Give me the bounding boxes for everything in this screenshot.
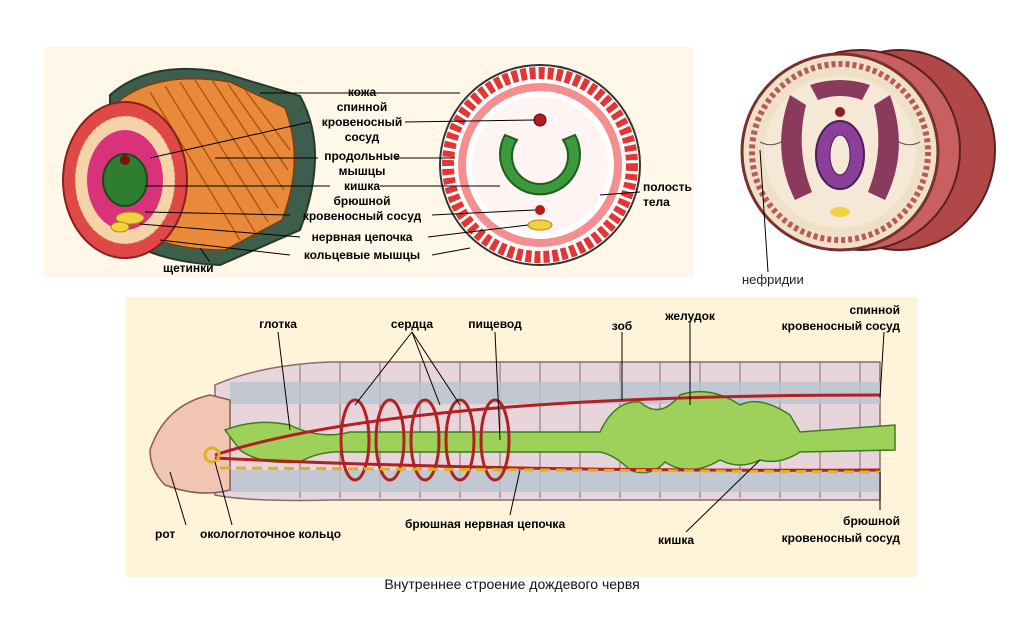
label-longitudinal-muscles-2: мышцы: [338, 164, 386, 178]
nephridia-section: [740, 49, 996, 252]
label-body-cavity-1: полость: [643, 180, 692, 194]
label-esophagus: пищевод: [468, 317, 522, 331]
label-dorsal-vessel-long-2: кровеносный сосуд: [781, 319, 900, 333]
label-intestine: кишка: [343, 179, 381, 193]
label-nerve-chain: нервная цепочка: [311, 230, 413, 244]
label-dorsal-vessel-3: сосуд: [344, 130, 380, 144]
label-circular-muscles: кольцевые мышцы: [303, 248, 421, 262]
label-ventral-vessel-1: брюшной: [333, 194, 391, 208]
label-pharynx: глотка: [259, 317, 297, 331]
label-intestine-long: кишка: [658, 533, 695, 547]
label-dorsal-vessel-long-1: спинной: [849, 303, 900, 317]
label-body-cavity-2: тела: [643, 195, 670, 209]
figure-caption: Внутреннее строение дождевого червя: [384, 576, 640, 592]
label-dorsal-vessel-1: спинной: [336, 100, 388, 114]
label-mouth: рот: [155, 527, 176, 541]
label-skin: кожа: [347, 85, 377, 99]
label-ventral-vessel-long-1: брюшной: [843, 514, 900, 528]
label-stomach: желудок: [665, 309, 715, 323]
nephridia-panel: [730, 38, 1000, 298]
label-ventral-nerve-chain: брюшная нервная цепочка: [405, 517, 566, 531]
label-hearts: сердца: [390, 317, 434, 331]
label-longitudinal-muscles-1: продольные: [324, 149, 400, 163]
label-pharyngeal-ring: окологлоточное кольцо: [200, 527, 342, 541]
longitudinal-section: [149, 361, 896, 502]
label-setae: щетинки: [163, 261, 214, 275]
label-ventral-vessel-long-2: кровеносный сосуд: [781, 531, 900, 545]
label-dorsal-vessel-2: кровеносный: [321, 115, 403, 129]
label-ventral-vessel-2: кровеносный сосуд: [302, 209, 422, 223]
label-crop: зоб: [611, 319, 633, 333]
leader-lines: [139, 92, 885, 533]
label-nephridia: нефридии: [742, 272, 804, 287]
transverse-section: [439, 64, 641, 266]
